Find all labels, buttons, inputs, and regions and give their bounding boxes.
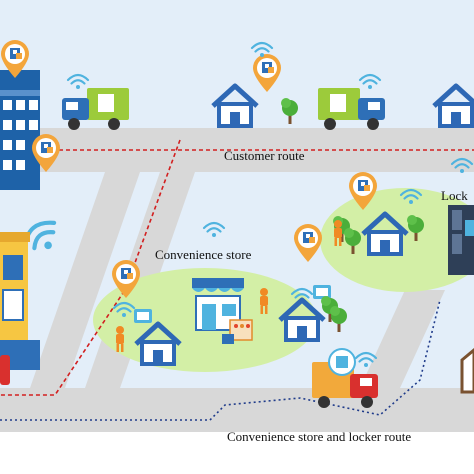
locker-icon xyxy=(448,205,474,275)
bottom-margin xyxy=(0,432,474,474)
customer-route-branch xyxy=(0,139,181,396)
diagonal-road-3 xyxy=(360,290,445,388)
office-building-icon xyxy=(0,70,40,190)
store-locker-route-label: Convenience store and locker route xyxy=(227,429,411,444)
house-icon xyxy=(460,348,474,394)
bottom-road xyxy=(0,388,474,432)
package-icon xyxy=(336,356,348,368)
customer-route-label: Customer route xyxy=(224,148,305,163)
truck-icon xyxy=(318,88,385,130)
parked-vehicle-icon xyxy=(0,355,10,385)
locker-label: Lock xyxy=(441,188,468,203)
truck-icon xyxy=(62,88,129,130)
parcel-icon xyxy=(134,309,152,323)
store-building-icon xyxy=(0,232,40,370)
locker-panel-icon xyxy=(222,319,253,344)
store-locker-route-line xyxy=(0,299,441,421)
convenience-store-label: Convenience store xyxy=(155,247,252,262)
diagonal-road-1 xyxy=(30,172,140,388)
